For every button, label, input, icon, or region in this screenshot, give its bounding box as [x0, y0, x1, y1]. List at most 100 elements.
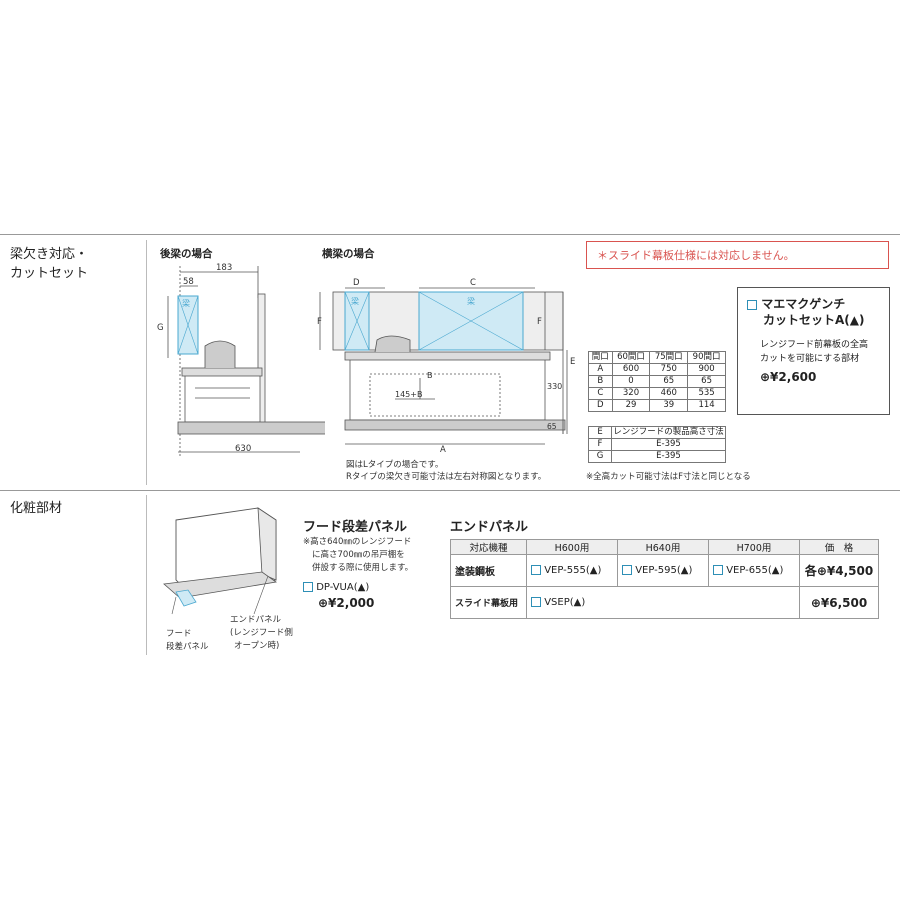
- dims-cell: 114: [687, 399, 726, 412]
- ep-row1-h640: VEP-595(▲): [617, 554, 709, 587]
- dim-c-label: C: [470, 278, 476, 288]
- dim-e-label: E: [570, 357, 575, 367]
- cut-set-desc: レンジフード前幕板の全高 カットを可能にする部材: [760, 338, 868, 366]
- efg-cell: F: [588, 438, 612, 451]
- ep-header-cell: H640用: [617, 539, 709, 555]
- mid-divider: [0, 490, 900, 491]
- step-panel-checkbox[interactable]: [303, 582, 313, 592]
- step-panel-note1: ※高さ640㎜のレンジフード: [303, 537, 412, 547]
- side-beam-diagram: D C F F E B 145+B 330 65 A 梁 梁: [317, 278, 575, 455]
- vep595-checkbox[interactable]: [622, 565, 632, 575]
- dim-58-label: 58: [183, 277, 194, 287]
- caption-step-panel: フード 段差パネル: [166, 628, 209, 654]
- vep555-checkbox[interactable]: [531, 565, 541, 575]
- ep-row1-label: 塗装鋼板: [450, 554, 527, 587]
- efg-cell: G: [588, 450, 612, 463]
- dim-f-right-label: F: [537, 317, 542, 327]
- dims-cell: 535: [687, 387, 726, 400]
- ep-header-cell: 対応機種: [450, 539, 527, 555]
- dims-header-cell: 60間口: [611, 351, 651, 364]
- cut-set-desc-line2: カットを可能にする部材: [760, 354, 860, 364]
- vertical-divider-1: [146, 240, 147, 485]
- efg-cell: E: [588, 426, 612, 439]
- ep-row1-h600-text: VEP-555(▲): [544, 565, 602, 576]
- red-notice: ＊スライド幕板仕様には対応しません。: [586, 241, 889, 269]
- dim-f-left-label: F: [317, 317, 322, 327]
- dim-330-label: 330: [547, 382, 562, 391]
- side-beam-note1: 図はLタイプの場合です。: [346, 460, 444, 470]
- ep-row1-price: 各⊕¥4,500: [799, 554, 879, 587]
- dims-header-cell: 90間口: [687, 351, 726, 364]
- end-panel-title: エンドパネル: [450, 520, 529, 535]
- ep-row1-h640-text: VEP-595(▲): [635, 565, 693, 576]
- ep-header-cell: H700用: [708, 539, 800, 555]
- ep-row2-label: スライド幕板用: [450, 586, 527, 619]
- top-divider: [0, 234, 900, 235]
- step-panel-note2: に高さ700㎜の吊戸棚を: [312, 550, 405, 560]
- caption-right-1: エンドパネル: [230, 615, 282, 625]
- rear-beam-label: 梁: [182, 299, 190, 308]
- vep655-checkbox[interactable]: [713, 565, 723, 575]
- table-row: G E-395: [588, 450, 726, 463]
- step-panel-note: ※高さ640㎜のレンジフード に高さ700㎜の吊戸棚を 併設する際に使用します。: [303, 536, 413, 575]
- step-panel-shape: [175, 589, 197, 607]
- rear-beam-heading: 後梁の場合: [160, 248, 213, 260]
- step-panel-title: フード段差パネル: [303, 520, 408, 535]
- dims-cell: 320: [611, 387, 651, 400]
- ep-row1-h600: VEP-555(▲): [526, 554, 618, 587]
- rear-beam-diagram: 183 58 G 梁 630: [157, 263, 325, 458]
- dim-g-label: G: [157, 323, 164, 333]
- table-row: D 29 39 114: [588, 399, 726, 412]
- step-panel-price: ⊕¥2,000: [318, 596, 375, 610]
- caption-right-2: (レンジフード側: [230, 628, 293, 638]
- dims-table: 間口 60間口 75間口 90間口 A 600 750 900 B 0 65 6…: [588, 351, 726, 412]
- dims-cell: 39: [649, 399, 689, 412]
- dims-cell: 29: [611, 399, 651, 412]
- cut-set-name-line1: マエマクゲンチ: [761, 297, 846, 311]
- cut-set-price: ⊕¥2,600: [760, 370, 817, 384]
- dims-cell: 65: [649, 375, 689, 388]
- side-beam-note2: Rタイプの梁欠き可能寸法は左右対称図となります。: [346, 472, 547, 482]
- end-panel-header: 対応機種 H600用 H640用 H700用 価 格: [450, 539, 879, 555]
- step-panel-model-row: DP-VUA(▲): [303, 582, 369, 593]
- ep-header-cell: H600用: [526, 539, 618, 555]
- cut-set-name: マエマクゲンチ カットセットA(▲): [747, 296, 865, 328]
- step-panel-note3: 併設する際に使用します。: [312, 563, 414, 573]
- cut-set-box: マエマクゲンチ カットセットA(▲) レンジフード前幕板の全高 カットを可能にす…: [737, 287, 890, 415]
- ep-row2-model: VSEP(▲): [526, 586, 800, 619]
- caption-left-2: 段差パネル: [166, 642, 209, 652]
- table-row: E レンジフードの製品高さ寸法: [588, 426, 726, 439]
- dims-cell: 460: [649, 387, 689, 400]
- dims-cell: 65: [687, 375, 726, 388]
- dim-d-label: D: [353, 278, 360, 288]
- table-row: スライド幕板用 VSEP(▲) ⊕¥6,500: [450, 586, 879, 619]
- end-panel-table: 対応機種 H600用 H640用 H700用 価 格 塗装鋼板 VEP-555(…: [450, 539, 879, 619]
- caption-right-3: オープン時): [234, 641, 280, 651]
- dims-cell: A: [588, 363, 613, 376]
- side-beam-heading: 横梁の場合: [322, 248, 375, 260]
- step-panel-model: DP-VUA(▲): [316, 582, 370, 593]
- dims-table-header: 間口 60間口 75間口 90間口: [588, 351, 726, 364]
- cut-set-checkbox[interactable]: [747, 299, 757, 310]
- dim-a-label: A: [440, 445, 446, 455]
- vertical-divider-2: [146, 495, 147, 655]
- dims-cell: C: [588, 387, 613, 400]
- efg-table: E レンジフードの製品高さ寸法 F E-395 G E-395: [588, 426, 726, 463]
- dims-cell: 900: [687, 363, 726, 376]
- dims-cell: B: [588, 375, 613, 388]
- table-row: B 0 65 65: [588, 375, 726, 388]
- dim-65-label: 65: [547, 422, 557, 431]
- dims-cell: 600: [611, 363, 651, 376]
- cut-set-name-line2: カットセットA(▲): [763, 313, 865, 327]
- section-title-line1: 梁欠き対応・: [10, 247, 89, 262]
- table-row: F E-395: [588, 438, 726, 451]
- hood-illustration: [163, 507, 278, 615]
- efg-cell: レンジフードの製品高さ寸法: [611, 426, 726, 439]
- dims-cell: D: [588, 399, 613, 412]
- cut-set-desc-line1: レンジフード前幕板の全高: [760, 340, 869, 350]
- dim-183-label: 183: [216, 263, 232, 273]
- vsep-checkbox[interactable]: [531, 597, 541, 607]
- table-row: C 320 460 535: [588, 387, 726, 400]
- dim-145b-label: 145+B: [395, 390, 422, 399]
- section-title-line2: カットセット: [10, 266, 89, 281]
